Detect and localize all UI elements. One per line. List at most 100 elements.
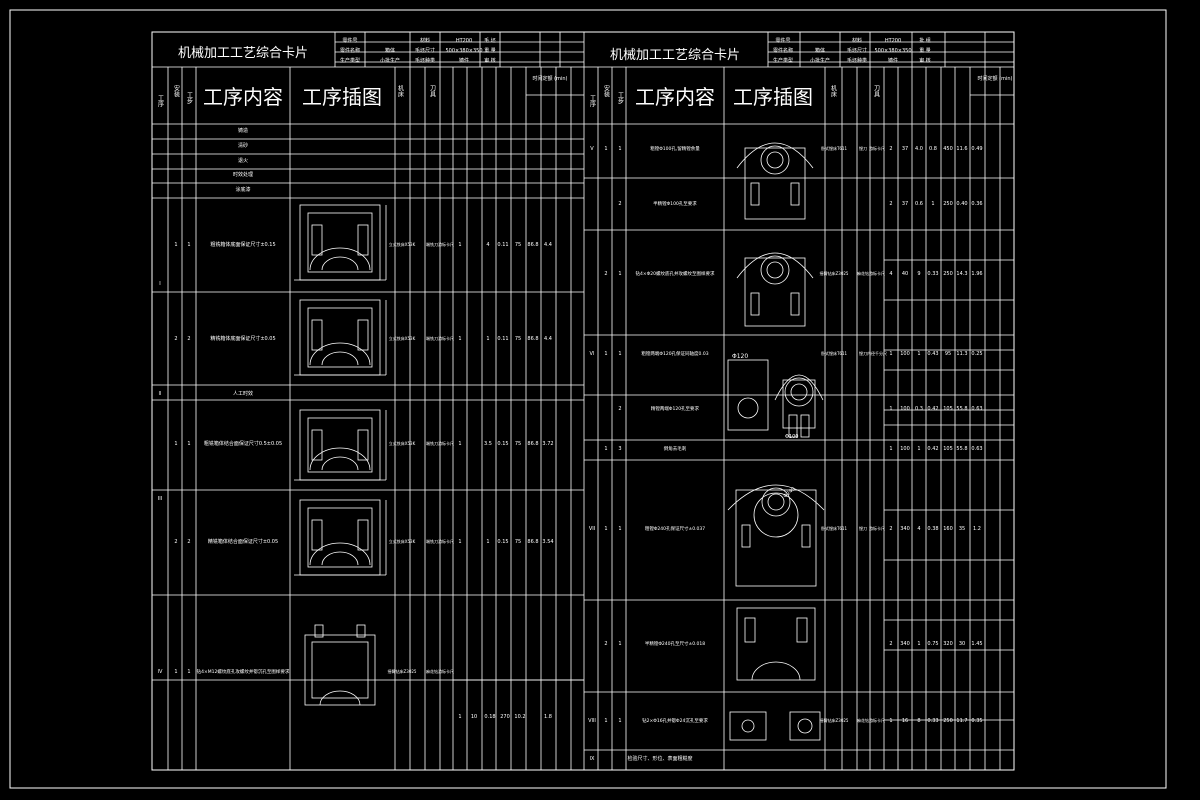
right-row-2-val-1: 2 (889, 201, 892, 207)
sketch-r2-top (736, 252, 814, 279)
right-row-4-content: 粗镗两端Φ120孔保证同轴度0.03 (641, 350, 708, 357)
left-row-5-gauge: 游标卡尺 (438, 538, 454, 544)
left-row-2-n: 1 (458, 336, 461, 342)
left-row-6-inst: 1 (174, 669, 177, 675)
right-row-3-tool: 麻花钻 (857, 270, 869, 276)
sketch-r1-top (736, 142, 814, 169)
sketch-3-arc (309, 447, 371, 471)
left-row-6-f: 0.18 (484, 714, 495, 720)
sketch-r3-front-rib-l (788, 414, 798, 438)
right-row-4-val-7: 0.25 (971, 351, 982, 357)
left-row-2-inst: 2 (174, 336, 177, 342)
left-header-sketch: 工序插图 (302, 85, 382, 109)
left-info-label-type: 生产类型 (340, 57, 360, 64)
right-row-4-proc: VI (590, 351, 595, 357)
right-row-4-tool: 镗刀 (859, 350, 867, 356)
left-row-1-machine: 立式铣床X53K (389, 241, 416, 247)
right-row-1-val-3: 4.0 (915, 146, 923, 152)
left-row-5-t1: 86.8 (527, 539, 538, 545)
right-row-5-val-7: 0.63 (971, 406, 982, 412)
sketch-1-rib-l (311, 224, 323, 256)
sketch-r2-body (744, 257, 806, 327)
left-row-6-tool: 麻花钻 (426, 668, 438, 674)
right-info-label-name: 零件名称 (773, 47, 793, 54)
right-row-7-content: 粗镗Φ240孔保证尺寸±0.037 (645, 525, 705, 532)
right-info-material: HT200 (885, 38, 901, 44)
left-row-4-gauge: 游标卡尺 (438, 440, 454, 446)
right-row-6-val-4: 0.42 (927, 446, 938, 452)
outer-border (9, 9, 1167, 789)
left-info-blank: 毛 坯 (484, 37, 496, 44)
left-simple-row-2: 清砂 (238, 142, 248, 149)
sketch-r4-top (727, 484, 825, 511)
right-row-3-val-2: 40 (902, 271, 908, 277)
left-row-1-inst: 1 (174, 242, 177, 248)
sketch-2-rib-r (357, 319, 369, 351)
left-row-1-proc: I (159, 281, 160, 287)
left-row-5-inst: 2 (174, 539, 177, 545)
sketch-r1-bore-inner (766, 151, 784, 169)
sketch-r1-body (744, 147, 806, 220)
right-row-9-val-7: 0.35 (971, 718, 982, 724)
sketch-2-rib-l (311, 319, 323, 351)
right-row-6-inst: 1 (604, 446, 607, 452)
right-row-7-val-4: 0.38 (927, 526, 938, 532)
right-row-7-tool: 镗刀 (859, 525, 867, 531)
right-row-5-step: 2 (618, 406, 621, 412)
right-row-2-val-6: 0.40 (956, 201, 967, 207)
left-row-5-v: 75 (515, 539, 521, 545)
sketch-r3-front-rib-r (800, 414, 810, 438)
right-info-label-type: 生产类型 (773, 57, 793, 64)
right-row-3-step: 1 (618, 271, 621, 277)
right-row-8-val-2: 340 (900, 641, 910, 647)
sketch-r3-front-body (782, 379, 816, 429)
left-row-6-ap: 10 (471, 714, 477, 720)
left-row-2-step: 2 (187, 336, 190, 342)
left-simple-row-5: 涂底漆 (235, 186, 250, 193)
right-row-5-content: 精镗两端Φ120孔至要求 (651, 405, 700, 412)
sketch-r4-bore (761, 487, 791, 517)
right-header-machine: 机床 (830, 84, 837, 98)
left-info-label-part-no: 零件号 (342, 37, 357, 44)
left-row-2-machine: 立式铣床X53K (389, 335, 416, 341)
right-row-7-inst: 1 (604, 526, 607, 532)
right-row-1-val-4: 0.8 (929, 146, 937, 152)
right-row-7-val-3: 4 (917, 526, 920, 532)
right-row-9-machine: 摇臂钻床Z3025 (820, 717, 849, 723)
sketch-r5-rib-l (744, 617, 756, 643)
left-row-2-content: 精铣箱体底面保证尺寸±0.05 (210, 335, 275, 342)
sketch-2-arc (309, 342, 371, 366)
left-simple-row-3: 退火 (238, 157, 248, 164)
left-row-4-proc: III (158, 496, 162, 502)
left-row-4-step: 1 (187, 441, 190, 447)
left-row-6-gauge: 游标卡尺 (438, 668, 454, 674)
right-row-7-step: 1 (618, 526, 621, 532)
right-row-4-val-4: 0.43 (927, 351, 938, 357)
right-row-8-val-5: 320 (943, 641, 953, 647)
right-row-9-val-3: 8 (917, 718, 920, 724)
right-row-6-val-3: 1 (917, 446, 920, 452)
right-row-4-gauge: 内径千分尺 (867, 350, 887, 356)
right-row-8-val-3: 1 (917, 641, 920, 647)
sketch-r1-bore (760, 145, 790, 175)
left-row-6-proc: IV (158, 669, 163, 675)
left-info-label-size: 毛坯尺寸 (415, 47, 435, 54)
right-row-6-content: 倒角去毛刺 (664, 445, 687, 452)
right-row-4-inst: 1 (604, 351, 607, 357)
right-row-7-val-2: 340 (900, 526, 910, 532)
left-row-5-machine: 立式铣床X53K (389, 538, 416, 544)
sketch-r5-rib-r (796, 617, 808, 643)
right-row-3-val-1: 4 (889, 271, 892, 277)
right-info-weight: 重 量 (919, 47, 931, 54)
right-row-4-val-6: 11.3 (956, 351, 967, 357)
right-row-7-val-7: 1.2 (973, 526, 981, 532)
right-row-1-machine: 卧式镗床T611 (821, 145, 848, 151)
right-info-blank-kind: 铸件 (888, 57, 898, 64)
right-row-9-step: 1 (618, 718, 621, 724)
left-row-2-t2: 4.4 (544, 336, 552, 342)
right-row-1-step: 1 (618, 146, 621, 152)
right-row-3-val-3: 9 (917, 271, 920, 277)
right-row-7-machine: 卧式镗床T611 (821, 525, 848, 531)
right-row-8-step: 1 (618, 641, 621, 647)
left-row-4-machine: 立式铣床X53K (389, 440, 416, 446)
